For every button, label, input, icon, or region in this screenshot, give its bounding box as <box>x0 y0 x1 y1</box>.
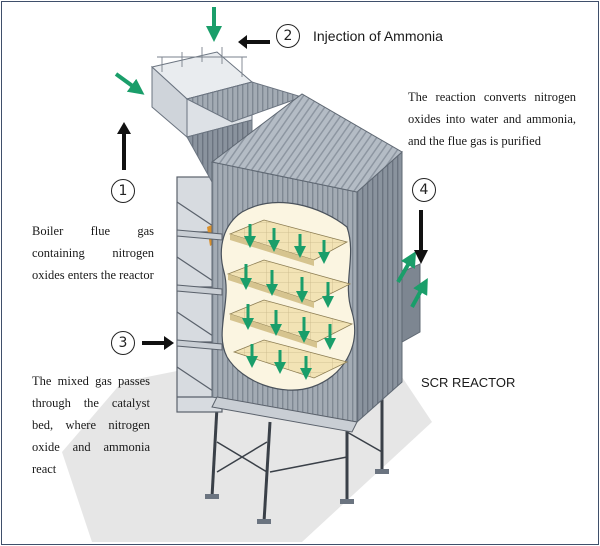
injection-of-ammonia-label: Injection of Ammonia <box>313 28 443 44</box>
reactor-side-wall <box>356 150 403 424</box>
gas-flow-arrows <box>240 224 336 380</box>
scr-reactor-label: SCR REACTOR <box>421 375 516 390</box>
pointer-arrows <box>117 35 428 350</box>
walkways <box>176 229 358 433</box>
step-3-description: The mixed gas passes through the catalys… <box>32 374 150 476</box>
step-2-number: 2 <box>276 24 300 48</box>
reactor-roof <box>210 93 403 193</box>
step-1-number: 1 <box>111 179 135 203</box>
step-3-number: 3 <box>111 331 135 355</box>
step-4-description: The reaction converts nitrogen oxides in… <box>408 90 576 148</box>
step-1-description: Boiler flue gas containing nitrogen oxid… <box>32 224 154 282</box>
external-flow-arrows <box>114 7 428 308</box>
outlet-duct <box>401 263 421 343</box>
step-4-number: 4 <box>412 178 436 202</box>
